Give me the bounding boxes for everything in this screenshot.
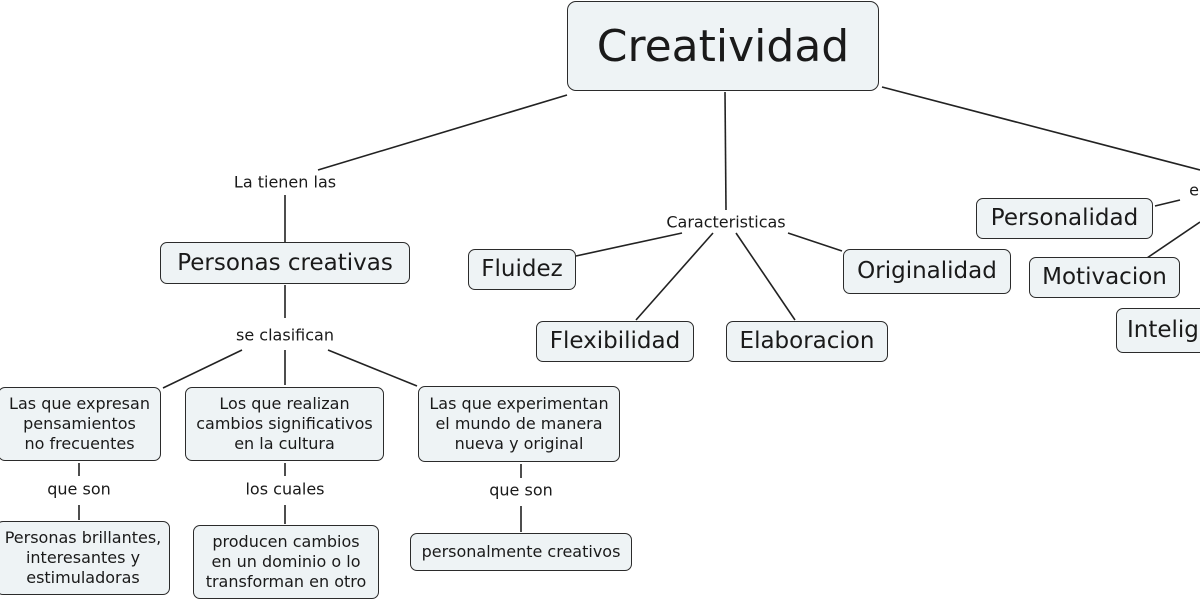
root-label: Creatividad (596, 20, 850, 72)
node-inteligencia-partial: Intelig (1116, 308, 1200, 353)
connector (327, 349, 418, 387)
connector (162, 349, 243, 389)
node-line: Las que expresan (9, 394, 150, 413)
node-realizan-cambios: Los que realizan cambios significativos … (185, 387, 384, 461)
node-motivacion: Motivacion (1029, 257, 1180, 298)
node-personas-brillantes: Personas brillantes, interesantes y esti… (0, 521, 170, 595)
node-producen-cambios: producen cambios en un dominio o lo tran… (193, 525, 379, 599)
link-label-que-son-1: que son (44, 479, 114, 499)
node-line: producen cambios (212, 532, 360, 551)
link-label-los-cuales: los cuales (242, 479, 328, 499)
link-label-se-clasifican: se clasifican (233, 325, 337, 345)
connector (1154, 199, 1181, 207)
node-label: Motivacion (1042, 264, 1167, 291)
node-elaboracion: Elaboracion (726, 321, 888, 362)
connector (787, 232, 843, 252)
link-label-la-tienen: La tienen las (230, 172, 340, 192)
connector (735, 232, 796, 321)
root-node-creatividad: Creatividad (567, 1, 879, 91)
connector (724, 91, 727, 211)
node-originalidad: Originalidad (843, 249, 1011, 294)
node-label: Fluidez (481, 256, 563, 283)
node-line: Las que experimentan (429, 394, 609, 413)
node-fluidez: Fluidez (468, 249, 576, 290)
connector (1146, 221, 1200, 259)
node-personalmente-creativos: personalmente creativos (410, 533, 632, 571)
node-experimentan-mundo: Las que experimentan el mundo de manera … (418, 386, 620, 462)
node-line: cambios significativos (196, 414, 373, 433)
node-flexibilidad: Flexibilidad (536, 321, 694, 362)
node-line: no frecuentes (24, 434, 135, 453)
node-line: estimuladoras (26, 568, 140, 587)
node-line: en un dominio o lo (211, 552, 361, 571)
node-label: personalmente creativos (421, 542, 621, 561)
connector (635, 232, 714, 321)
node-label: Elaboracion (739, 328, 875, 355)
node-label: Personalidad (990, 205, 1139, 232)
node-personalidad: Personalidad (976, 198, 1153, 239)
node-line: Personas brillantes, (4, 528, 162, 547)
node-label: Flexibilidad (549, 328, 681, 355)
node-label: Personas creativas (177, 249, 393, 276)
link-label-right-partial: e (1186, 180, 1200, 200)
node-line: nueva y original (454, 434, 584, 453)
node-line: transforman en otro (205, 572, 367, 591)
connector (317, 94, 568, 171)
link-label-que-son-2: que son (486, 480, 556, 500)
node-line: en la cultura (234, 434, 335, 453)
connector (575, 232, 683, 257)
node-label: Intelig (1127, 317, 1199, 344)
node-personas-creativas: Personas creativas (160, 242, 410, 284)
node-line: Los que realizan (219, 394, 350, 413)
node-line: el mundo de manera (435, 414, 603, 433)
node-label: Originalidad (857, 258, 997, 285)
node-line: pensamientos (23, 414, 136, 433)
connector (881, 86, 1200, 171)
node-expresan-pensamientos: Las que expresan pensamientos no frecuen… (0, 387, 161, 461)
link-label-caracteristicas: Caracteristicas (663, 212, 789, 232)
node-line: interesantes y (25, 548, 141, 567)
